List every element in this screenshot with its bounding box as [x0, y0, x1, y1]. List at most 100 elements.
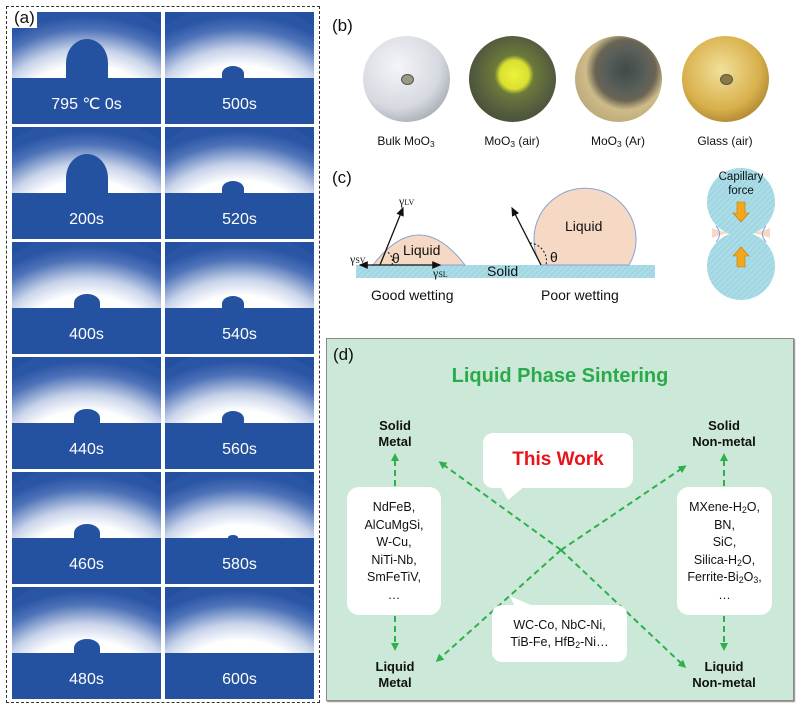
- frame-time-label: 560s: [222, 441, 257, 458]
- substrate: [165, 78, 314, 124]
- droplet: [228, 535, 238, 539]
- droplet-frame: 440s: [12, 357, 161, 469]
- sample-caption: Bulk MoO3: [377, 134, 435, 150]
- sample-caption: MoO3 (air): [484, 134, 540, 150]
- sample-disk: [363, 36, 450, 122]
- frame-time-label: 460s: [69, 556, 104, 573]
- substrate: [12, 423, 161, 469]
- droplet-frame: 600s: [165, 587, 314, 699]
- cross-examples-line1: WC-Co, NbC-Ni,: [513, 618, 606, 632]
- wetting-diagram: [356, 168, 775, 300]
- panel-a-label: (a): [12, 8, 37, 28]
- gamma-lv-label: γLV: [399, 194, 415, 208]
- this-work-bubble: This Work: [483, 433, 633, 488]
- nonmetal-example: SiC,: [712, 535, 737, 549]
- substrate: [12, 78, 161, 124]
- frame-time-label: 200s: [69, 211, 104, 228]
- substrate: [12, 538, 161, 584]
- droplet: [74, 294, 100, 309]
- gamma-lv-arrow: [379, 206, 404, 266]
- frame-time-label: 480s: [69, 671, 104, 688]
- this-work-label: This Work: [512, 449, 604, 470]
- panel-d-label: (d): [333, 345, 354, 364]
- cross-examples-line2: TiB-Fe, HfB2-Ni…: [510, 635, 609, 651]
- droplet-frame: 540s: [165, 242, 314, 354]
- sample-caption: MoO3 (Ar): [590, 134, 645, 150]
- droplet: [74, 524, 100, 539]
- droplet-frame: 460s: [12, 472, 161, 584]
- droplet-frame: 400s: [12, 242, 161, 354]
- metal-example: AlCuMgSi,: [364, 517, 424, 532]
- frame-time-label: 600s: [222, 671, 257, 688]
- droplet: [74, 639, 100, 654]
- examples-bubble-tail: [510, 596, 535, 607]
- good-wetting-drop: [371, 234, 467, 266]
- droplet: [66, 39, 108, 79]
- frame-time-label: 400s: [69, 326, 104, 343]
- metal-example: NdFeB,: [372, 500, 416, 514]
- droplet: [222, 66, 244, 79]
- droplet-frame: 560s: [165, 357, 314, 469]
- solid-substrate: [356, 265, 655, 278]
- frame-time-label: 440s: [69, 441, 104, 458]
- substrate: [165, 423, 314, 469]
- sample-disk: [682, 36, 769, 122]
- droplet: [222, 181, 244, 194]
- frame-time-label: 540s: [222, 326, 257, 343]
- nonmetal-example: Silica-H2O,: [693, 552, 756, 568]
- droplet-on-disk: [720, 74, 733, 85]
- substrate: [165, 538, 314, 584]
- metal-example: …: [387, 587, 401, 602]
- substrate: [12, 193, 161, 239]
- cross-examples-bubble: WC-Co, NbC-Ni, TiB-Fe, HfB2-Ni…: [492, 605, 627, 662]
- good-liquid-label: Liquid: [403, 242, 441, 258]
- substrate: [165, 308, 314, 354]
- sample-caption: Glass (air): [697, 134, 753, 148]
- nonmetal-examples-box: MXene-H2O,BN, SiC, Silica-H2O, Ferrite-Bi2O…: [677, 487, 772, 615]
- droplet: [222, 296, 244, 309]
- droplet-frame: 795 ℃ 0s: [12, 12, 161, 124]
- frame-time-label: 500s: [222, 96, 257, 113]
- substrate: [165, 653, 314, 699]
- substrate: [12, 653, 161, 699]
- droplet: [222, 411, 244, 424]
- droplet: [74, 409, 100, 424]
- nonmetal-example: MXene-H2O,: [689, 500, 760, 516]
- droplet-on-disk: [401, 74, 414, 85]
- metal-examples-box: NdFeB, AlCuMgSi, W-Cu, NiTi-Nb, SmFeTiV, …: [347, 487, 441, 615]
- panel-c-label: (c): [332, 168, 352, 187]
- panel-a-wetting-sequence: [6, 6, 320, 703]
- droplet-frame: 500s: [165, 12, 314, 124]
- poor-tangent-arrow: [511, 206, 542, 266]
- sample-disk: [469, 36, 556, 122]
- capillary-down-arrow-icon: [732, 201, 750, 223]
- capillary-up-arrow-icon: [732, 246, 750, 268]
- nonmetal-example: Ferrite-Bi2O3,: [687, 570, 762, 586]
- droplet: [66, 154, 108, 194]
- nonmetal-example: …: [718, 587, 731, 602]
- panel-d-title: Liquid Phase Sintering: [451, 365, 669, 387]
- substrate: [165, 193, 314, 239]
- theta-poor-label: θ: [550, 249, 558, 265]
- theta-good-label: θ: [392, 250, 400, 266]
- gamma-sv-label: γSV: [350, 252, 366, 266]
- poor-liquid-label: Liquid: [565, 218, 603, 234]
- frame-time-label: 795 ℃ 0s: [51, 96, 122, 113]
- diag-arrow-solid-nonmetal: [560, 465, 687, 551]
- metal-example: NiTi-Nb,: [371, 552, 417, 567]
- droplet-frame: 480s: [12, 587, 161, 699]
- nonmetal-example: BN,: [714, 517, 735, 532]
- droplet-frame: 200s: [12, 127, 161, 239]
- theta-arc-good: [385, 250, 393, 266]
- metal-example: SmFeTiV,: [367, 570, 421, 584]
- metal-example: W-Cu,: [376, 535, 412, 549]
- this-work-bubble-tail: [500, 486, 525, 500]
- diag-arrow-solid-metal: [438, 461, 562, 551]
- solid-label: Solid: [487, 263, 519, 279]
- gamma-sl-label: γSL: [433, 266, 448, 280]
- frame-time-label: 580s: [222, 556, 257, 573]
- poor-wetting-caption: Poor wetting: [541, 287, 619, 303]
